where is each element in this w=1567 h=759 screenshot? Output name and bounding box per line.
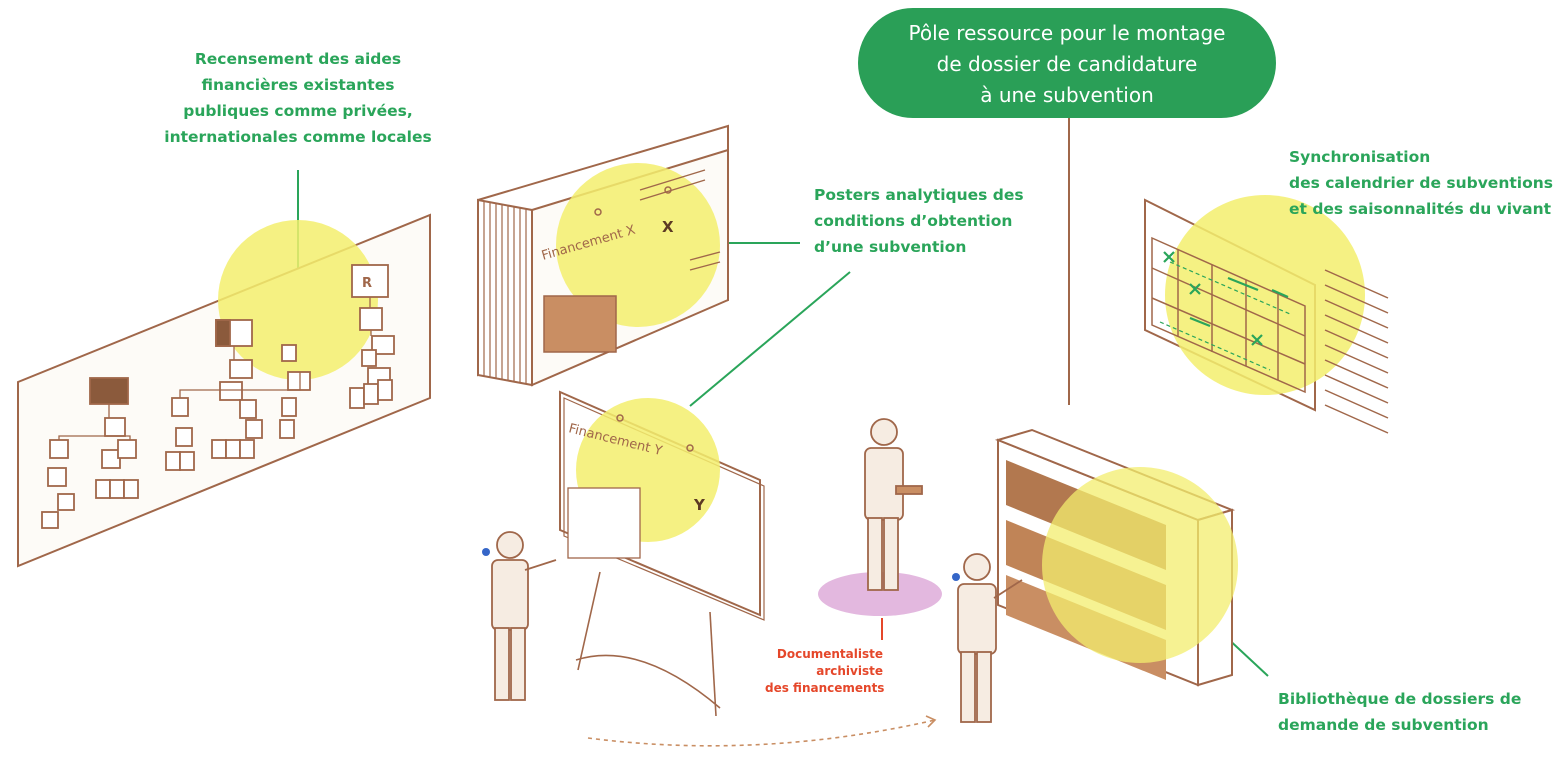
bookshelf — [994, 428, 1238, 687]
person-at-easel — [491, 531, 557, 701]
board-x-stack: Financement X X — [477, 124, 729, 387]
title-line: de dossier de candidature — [936, 52, 1198, 76]
label-line: Synchronisation — [1289, 148, 1431, 166]
title-line: à une subvention — [980, 83, 1154, 107]
person-at-shelf — [957, 553, 1023, 723]
label-line: Posters analytiques des — [814, 186, 1024, 204]
board-y-table — [567, 487, 641, 559]
label-documentaliste: Documentaliste archiviste des financemen… — [765, 646, 885, 697]
label-line: financières existantes — [201, 76, 395, 94]
label-line: internationales comme locales — [164, 128, 432, 146]
main-title-pill: Pôle ressource pour le montage de dossie… — [858, 8, 1276, 118]
org-chart-panel: R — [17, 213, 431, 568]
org-label-r: R — [362, 276, 372, 291]
highlight-circle — [1042, 467, 1238, 663]
indicator-dot — [482, 548, 490, 556]
highlight-circle — [1165, 195, 1365, 395]
calendar-panel — [1144, 195, 1389, 434]
label-line: conditions d’obtention — [814, 212, 1013, 230]
eu-flag-icon — [89, 377, 129, 405]
label-posters: Posters analytiques des conditions d’obt… — [814, 182, 1024, 260]
person-documentaliste — [864, 418, 923, 591]
board-x-letter: X — [662, 218, 674, 236]
label-line: Recensement des aides — [194, 50, 402, 68]
label-line: des financements — [765, 681, 885, 695]
label-line: publiques comme privées, — [183, 102, 413, 120]
arrow-icon — [925, 715, 937, 728]
label-bibliotheque: Bibliothèque de dossiers de demande de s… — [1278, 686, 1521, 738]
label-line: des calendrier de subventions — [1289, 174, 1553, 192]
board-y-easel: Financement Y Y — [559, 390, 765, 717]
label-line: Bibliothèque de dossiers de — [1278, 690, 1522, 708]
person-figures — [491, 418, 1023, 723]
indicator-dot — [952, 573, 960, 581]
movement-path — [587, 719, 936, 747]
highlight-circle — [218, 220, 378, 380]
label-line: demande de subvention — [1278, 716, 1489, 734]
label-synchronisation: Synchronisation des calendrier de subven… — [1289, 144, 1553, 222]
highlight-circle — [556, 163, 720, 327]
label-recensement: Recensement des aides financières exista… — [156, 46, 440, 150]
board-y-letter: Y — [693, 496, 706, 514]
label-line: et des saisonnalités du vivant — [1289, 200, 1552, 218]
board-x-table — [543, 295, 617, 353]
label-line: Documentaliste — [776, 647, 883, 661]
title-line: Pôle ressource pour le montage — [908, 21, 1226, 45]
label-line: archiviste — [816, 664, 883, 678]
label-line: d’une subvention — [814, 238, 967, 256]
floor-disc — [818, 572, 942, 616]
